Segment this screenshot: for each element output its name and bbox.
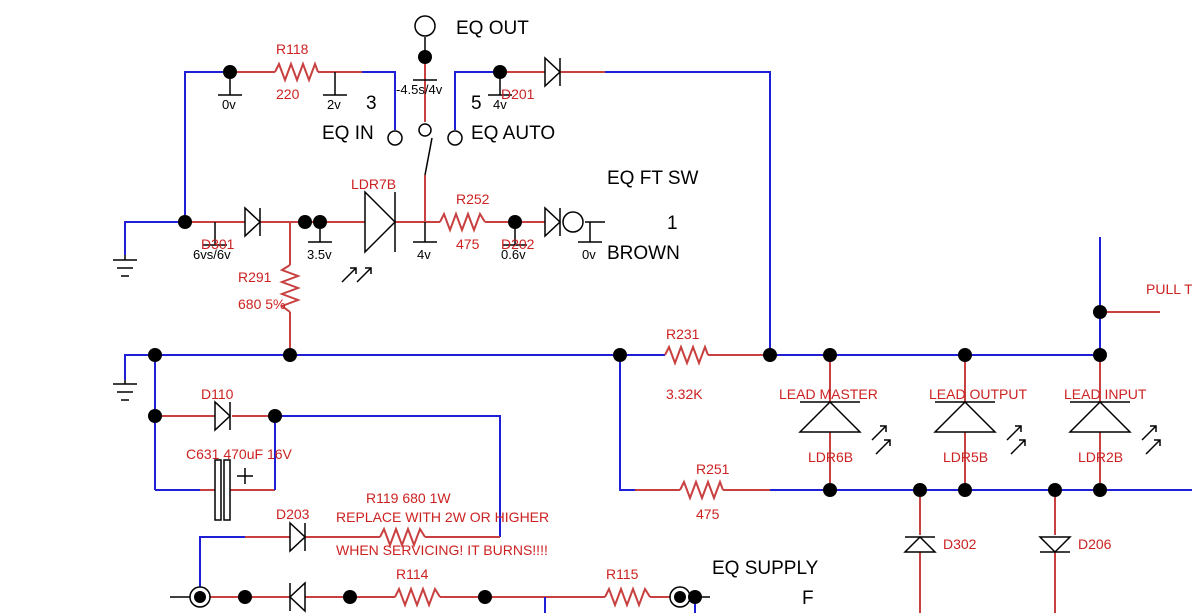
brown-label: BROWN: [607, 243, 680, 264]
r251-value: 475: [696, 506, 720, 522]
r115-label: R115: [606, 566, 639, 582]
pull-label: PULL T: [1146, 281, 1192, 297]
r252-resistor: [439, 211, 486, 233]
ldr2b-label: LDR2B: [1078, 449, 1123, 465]
servicing-note: WHEN SERVICING! IT BURNS!!!!: [336, 542, 548, 558]
lead-input-label: LEAD INPUT: [1064, 386, 1147, 402]
r231-resistor: [664, 344, 709, 366]
d301-diode: [244, 206, 262, 238]
c631-label: C631 470uF 16V: [186, 446, 293, 462]
eq-in-label: EQ IN: [322, 123, 374, 144]
ldr2b-led: [1068, 400, 1161, 455]
resistors: [274, 61, 724, 608]
eq-supply-label: EQ SUPPLY: [712, 558, 819, 579]
d206-diode: [1038, 536, 1072, 554]
eq-ft-sw-label: EQ FT SW: [607, 168, 699, 189]
r118-value: 220: [276, 86, 300, 102]
voltage-0p6: 0.6v: [501, 247, 526, 262]
ldr6b-led: [798, 400, 891, 455]
d110-diode: [214, 400, 232, 432]
labels: EQ OUT EQ IN EQ AUTO EQ FT SW 3 5 1 BROW…: [186, 18, 1192, 609]
ldr6b-label: LDR6B: [808, 449, 853, 465]
grounds: [113, 255, 137, 401]
probes: [203, 72, 602, 246]
r115-resistor: [604, 586, 651, 608]
voltage-4v: 4v: [493, 97, 507, 112]
r114-resistor: [394, 586, 441, 608]
d201-diode: [544, 56, 562, 88]
pin-1-label: 1: [667, 213, 678, 234]
junctions: [148, 50, 1107, 604]
r291-value: 680 5%: [238, 296, 285, 312]
d301-label: D301: [201, 236, 235, 252]
ground-icon: [113, 380, 137, 401]
ground-icon: [113, 255, 137, 277]
ldr5b-label: LDR5B: [943, 449, 988, 465]
ldr5b-led: [933, 400, 1026, 455]
diodes: [214, 56, 1072, 613]
bottom-diode: [288, 581, 306, 613]
eq-auto-contact: [447, 130, 463, 146]
f-label: F: [802, 588, 814, 609]
r119-resistor: [379, 526, 426, 548]
eq-out-terminal[interactable]: [414, 15, 436, 37]
r251-label: R251: [696, 461, 730, 477]
d202-diode: [544, 206, 584, 238]
d302-label: D302: [943, 536, 977, 552]
r231-value: 3.32K: [666, 386, 703, 402]
pin-5-label: 5: [471, 93, 482, 114]
d203-diode: [289, 521, 307, 553]
r231-label: R231: [666, 326, 700, 342]
switch-and-terminals: [189, 15, 691, 608]
voltage-3p5: 3.5v: [307, 247, 332, 262]
d110-label: D110: [201, 386, 234, 402]
lead-output-label: LEAD OUTPUT: [929, 386, 1027, 402]
lead-master-label: LEAD MASTER: [779, 386, 878, 402]
ldr7b-led: [341, 190, 397, 283]
d201-label: D201: [501, 86, 535, 102]
r119-label: R119 680 1W: [366, 490, 451, 506]
wires: [124, 37, 1192, 613]
r114-label: R114: [396, 566, 429, 582]
eq-auto-label: EQ AUTO: [471, 123, 555, 144]
voltage-0v: 0v: [222, 97, 236, 112]
voltage-6vs: 6vs/6v: [193, 247, 231, 262]
pin-3-label: 3: [366, 93, 377, 114]
r291-label: R291: [238, 269, 272, 285]
d203-label: D203: [276, 506, 310, 522]
voltage-0v-b: 0v: [582, 247, 596, 262]
r252-label: R252: [456, 191, 490, 207]
voltage-2v: 2v: [327, 97, 341, 112]
lead-leds: [798, 400, 1161, 455]
switch-pivot: [418, 123, 432, 137]
d206-label: D206: [1078, 536, 1112, 552]
d302-diode: [903, 535, 937, 553]
r251-resistor: [679, 479, 724, 501]
voltage-4v-b: 4v: [417, 247, 431, 262]
r118-label: R118: [276, 41, 309, 57]
c631-capacitor: [214, 459, 253, 521]
eq-in-contact: [387, 130, 403, 146]
replace-note: REPLACE WITH 2W OR HIGHER: [336, 509, 549, 525]
r291-resistor: [279, 264, 301, 313]
eq-out-label: EQ OUT: [456, 18, 529, 39]
r118-resistor: [274, 61, 319, 83]
d202-label: D202: [501, 236, 535, 252]
ldr7b-label: LDR7B: [351, 176, 396, 192]
r252-value: 475: [456, 236, 480, 252]
voltage-4p5: -4.5s/4v: [396, 82, 443, 97]
